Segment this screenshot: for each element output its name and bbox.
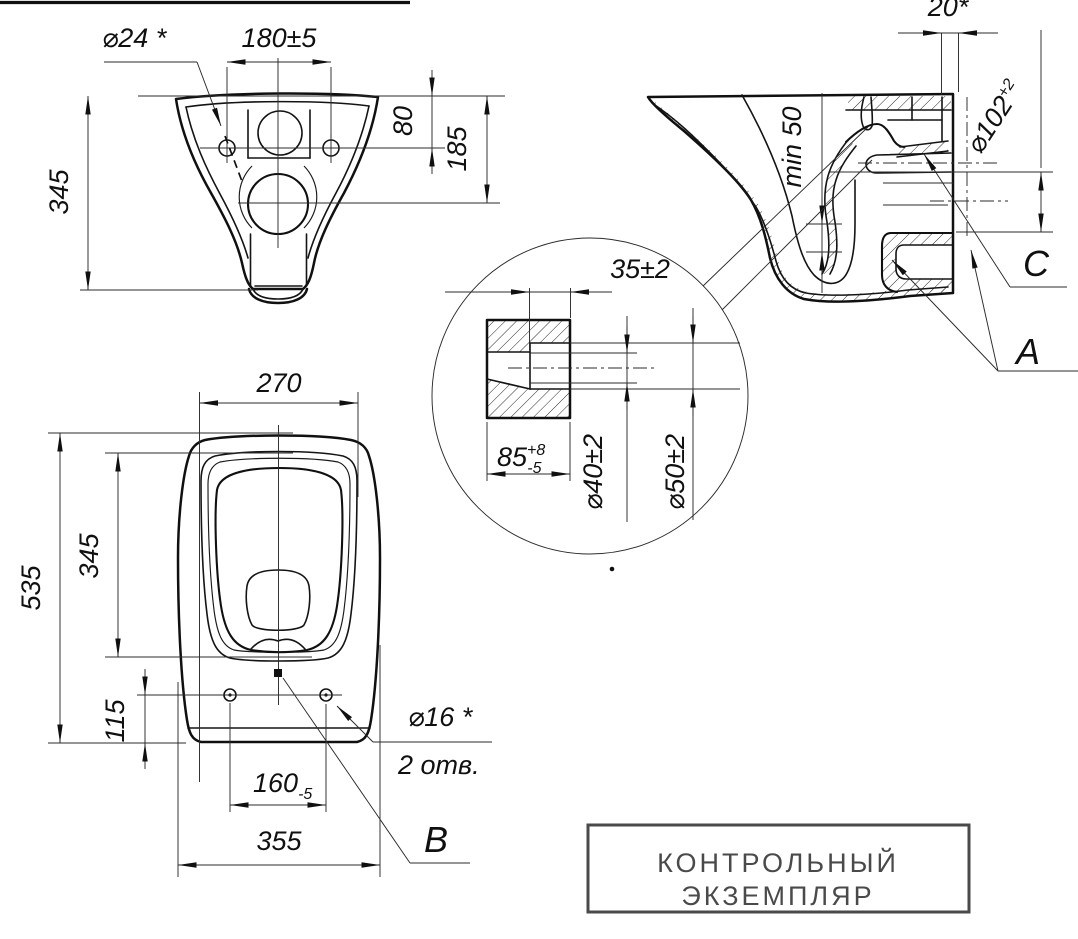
side-bowl-surface	[741, 94, 856, 285]
control-stamp: КОНТРОЛЬНЫЙ ЭКЗЕМПЛЯР	[586, 823, 971, 914]
d24-leader	[196, 61, 222, 127]
label-a-leader-1	[891, 259, 999, 372]
plan-seat-outer	[200, 450, 358, 662]
front-waist-arc-right	[303, 165, 318, 229]
d16-leader	[336, 705, 374, 743]
stamp-line-1: КОНТРОЛЬНЫЙ	[657, 847, 899, 878]
front-rim-inner-left	[185, 106, 249, 259]
side-peak-wall	[844, 122, 906, 149]
front-view: ⌀24 * 180±5 345 80 185	[44, 23, 505, 305]
side-drain-hatch	[882, 233, 953, 292]
label-b: В	[424, 819, 448, 860]
detail-block	[485, 318, 572, 420]
side-sband-hatch	[822, 140, 856, 274]
detail-view: 35±2 85+8-5 ⌀40±2 ⌀50±2	[431, 237, 749, 572]
stamp-border	[586, 823, 971, 914]
dim-160: 160-5	[253, 768, 312, 803]
plan-view: 270 535 345 115 160-5 355 ⌀16 * 2 отв. В	[16, 368, 492, 877]
dim-535: 535	[16, 564, 46, 610]
holes-note: 2 отв.	[397, 750, 480, 780]
front-waist-arc-left	[238, 165, 253, 229]
detail-callout-line-2	[721, 159, 873, 311]
d24-leader-dash	[224, 135, 244, 185]
side-drain-inner	[895, 244, 954, 280]
dim-180: 180±5	[242, 23, 318, 53]
dim-d16: ⌀16 *	[408, 702, 474, 732]
dim-345-plan: 345	[74, 532, 104, 578]
dim-40: ⌀40±2	[578, 434, 608, 510]
dim-min50: min 50	[777, 106, 807, 187]
label-c-leader	[923, 153, 1011, 288]
label-c: С	[1023, 243, 1050, 284]
front-foot-outline	[247, 287, 309, 305]
label-a-leader-2	[970, 249, 999, 372]
label-a: А	[1014, 331, 1040, 372]
dim-85: 85+8-5	[497, 442, 545, 477]
front-bowl-outline	[174, 92, 380, 291]
plan-bowl-opening	[214, 466, 344, 654]
dim-102: ⌀102+2	[960, 75, 1029, 158]
label-b-marker	[274, 669, 282, 677]
front-rim-inner-top	[185, 100, 370, 108]
side-flange-hatch	[848, 96, 951, 110]
side-wall-inner	[651, 102, 949, 296]
side-drain-outer	[880, 231, 955, 294]
side-view: 20* ⌀102+2 min 50 С А	[646, 0, 1078, 372]
side-outline	[646, 92, 955, 303]
detail-bore-taper	[486, 378, 531, 390]
label-b-leader	[282, 677, 411, 864]
plan-sump-shape	[245, 569, 311, 632]
dim-35: 35±2	[610, 254, 670, 284]
side-socketwall-hatch	[897, 141, 948, 157]
front-inlet-circle	[257, 110, 303, 156]
plan-seat-inner	[207, 457, 351, 653]
plan-opening-notch	[250, 638, 306, 650]
dim-270: 270	[255, 368, 301, 398]
dim-80: 80	[388, 106, 418, 136]
front-rim-inner-right	[307, 105, 370, 259]
detail-circle	[431, 237, 749, 555]
dim-185: 185	[442, 125, 472, 171]
side-hook	[860, 96, 874, 131]
dim-d24: ⌀24 *	[102, 23, 168, 53]
dim-20: 20*	[927, 0, 970, 22]
detail-hatch-bottom	[487, 379, 570, 418]
detail-callout-line-1	[702, 126, 869, 287]
stray-dot	[609, 566, 615, 572]
dim-115: 115	[100, 698, 130, 742]
front-foot-inner	[252, 288, 304, 300]
stamp-line-2: ЭКЗЕМПЛЯР	[681, 881, 874, 911]
dim-345: 345	[44, 168, 74, 214]
dim-355: 355	[256, 826, 302, 856]
detail-hatch-top	[487, 320, 570, 352]
dim-50: ⌀50±2	[660, 434, 690, 510]
